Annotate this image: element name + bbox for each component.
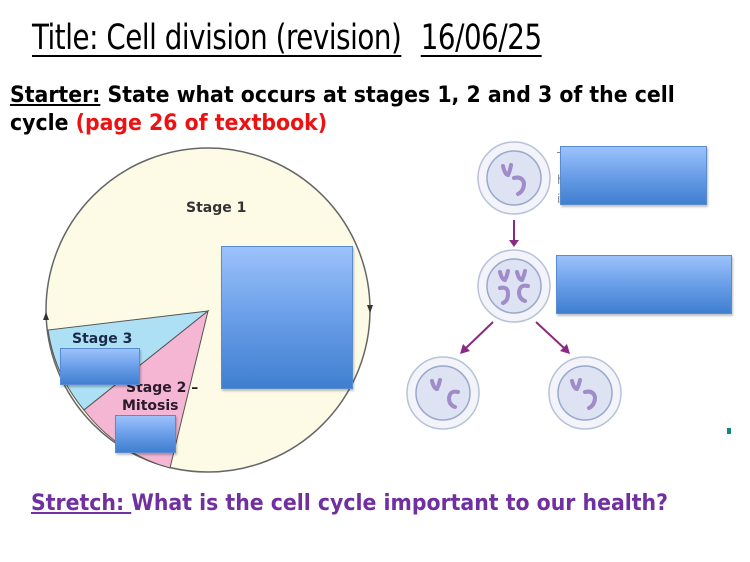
stage2-label: Stage 2 – xyxy=(126,380,198,396)
dividing-cell-answer-box[interactable] xyxy=(556,255,732,314)
stretch-prompt: Stretch: What is the cell cycle importan… xyxy=(31,489,682,518)
stage1-answer-box[interactable] xyxy=(221,246,353,389)
arrow-down-icon xyxy=(509,240,519,247)
title-date: 16/06/25 xyxy=(420,18,542,58)
starter-prompt: Starter: State what occurs at stages 1, … xyxy=(10,82,698,138)
cycle-arrow-down-icon xyxy=(367,305,373,313)
title-text: Title: Cell division (revision) xyxy=(32,18,402,58)
hidden-text-fragment: i xyxy=(557,192,560,206)
page-title: Title: Cell division (revision) 16/06/25 xyxy=(32,18,542,58)
daughter-cell-left-icon xyxy=(406,356,480,430)
starter-label: Starter: xyxy=(10,83,101,108)
parent-cell-icon xyxy=(477,141,551,215)
cycle-arrow-up-icon xyxy=(43,312,49,320)
stage3-label: Stage 3 xyxy=(72,331,132,347)
starter-text: State what occurs at stages 1, 2 and 3 o… xyxy=(10,83,675,136)
arrow-left-line xyxy=(465,321,494,349)
stage3-answer-box[interactable] xyxy=(60,348,140,385)
stretch-text: What is the cell cycle important to our … xyxy=(131,491,668,516)
slide-marker-icon xyxy=(727,428,731,434)
arrow-right-icon xyxy=(560,344,570,354)
daughter-cell-right-icon xyxy=(548,356,622,430)
stage1-label: Stage 1 xyxy=(186,200,246,216)
parent-cell-answer-box[interactable] xyxy=(560,146,707,205)
arrow-left-icon xyxy=(460,344,470,354)
dividing-cell-icon xyxy=(477,249,551,323)
starter-reference: (page 26 of textbook) xyxy=(75,111,328,136)
arrow-right-line xyxy=(535,321,565,349)
stretch-label: Stretch: xyxy=(31,491,132,516)
mitosis-label: Mitosis xyxy=(122,398,179,414)
stage2-answer-box[interactable] xyxy=(115,415,176,453)
